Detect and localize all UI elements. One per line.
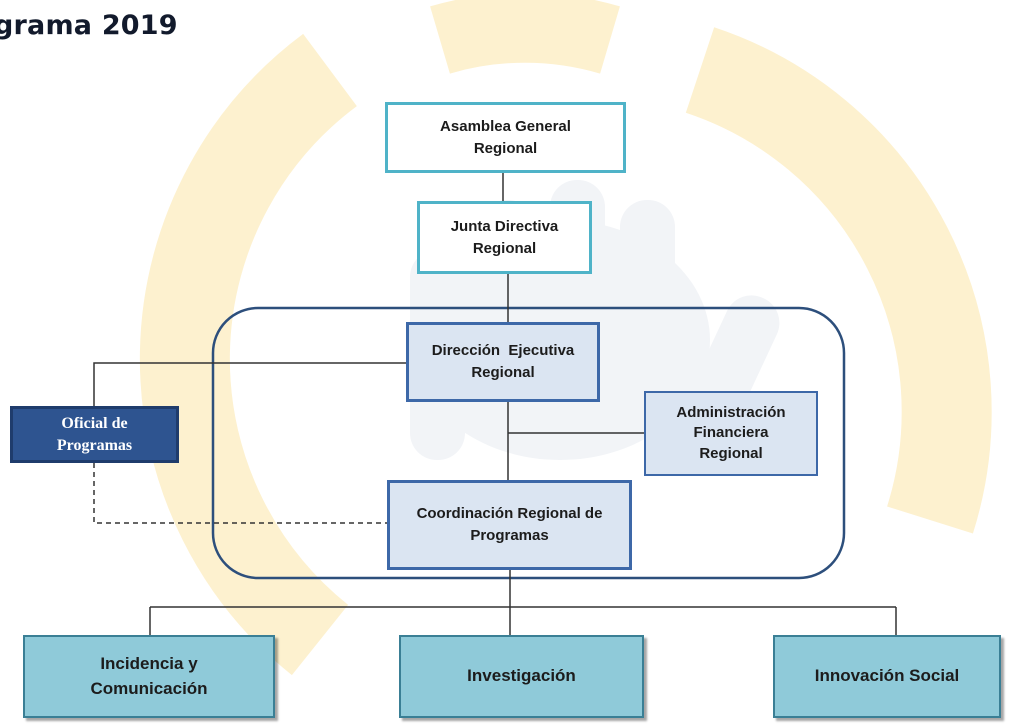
coordinacion-line-1: Coordinación Regional de (416, 505, 603, 523)
asamblea-general-box: Asamblea General Regional (385, 102, 626, 173)
oficial-line-1: Oficial de (61, 414, 128, 432)
administracion-financiera-box: Administración Financiera Regional (644, 391, 818, 476)
administracion-line-3: Regional (699, 444, 763, 462)
incidencia-line-2: Comunicación (90, 678, 208, 698)
watermark-ring (139, 0, 992, 676)
junta-directiva-box: Junta Directiva Regional (417, 201, 592, 274)
coordinacion-regional-box: Coordinación Regional de Programas (387, 480, 632, 570)
executive-group-outline (211, 306, 846, 580)
page-title: grama 2019 (0, 10, 178, 41)
connector-direccion-oficial (93, 362, 407, 407)
innovacion-social-box: Innovación Social (773, 635, 1001, 718)
investigacion-line-1: Investigación (467, 666, 576, 686)
oficial-de-programas-box: Oficial de Programas (10, 406, 179, 463)
incidencia-line-1: Incidencia y (100, 653, 198, 673)
asamblea-line-1: Asamblea General (440, 117, 571, 135)
oficial-line-2: Programas (56, 436, 133, 454)
administracion-line-2: Financiera (693, 424, 769, 442)
direccion-ejecutiva-box: Dirección Ejecutiva Regional (406, 322, 600, 402)
asamblea-line-2: Regional (473, 139, 538, 157)
junta-line-2: Regional (472, 239, 537, 257)
incidencia-comunicacion-box: Incidencia y Comunicación (23, 635, 275, 718)
junta-line-1: Junta Directiva (450, 217, 559, 235)
coordinacion-line-2: Programas (470, 527, 549, 544)
innovacion-line-1: Innovación Social (814, 666, 960, 686)
direccion-line-2: Regional (471, 364, 535, 381)
investigacion-box: Investigación (399, 635, 644, 718)
administracion-line-1: Administración (676, 404, 786, 422)
connector-oficial-coordinacion-dashed (93, 463, 388, 524)
direccion-line-1: Dirección Ejecutiva (431, 342, 575, 360)
